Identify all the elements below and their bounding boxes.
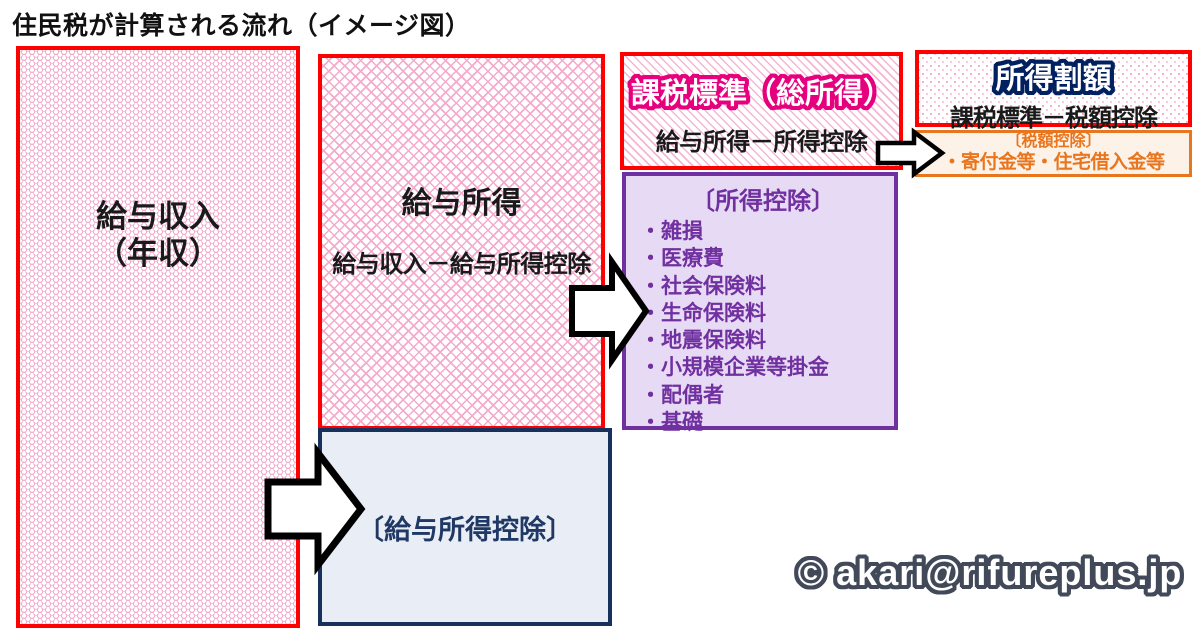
salary-income-line2: （年収） xyxy=(96,236,220,272)
tax-credits-items: ・寄付金等・住宅借入金等 xyxy=(942,151,1165,173)
list-item: ・雑損 xyxy=(640,220,703,243)
tax-credits-title: 〔税額控除〕 xyxy=(1005,132,1102,150)
block-arrow-icon-taxbase-to-credits xyxy=(875,127,946,179)
income-levy-box: 所得割額 課税標準－税額控除 xyxy=(915,50,1192,132)
list-item: ・配偶者 xyxy=(640,383,724,407)
income-deductions-title: 〔所得控除〕 xyxy=(691,188,835,215)
list-item: ・小規模企業等掛金 xyxy=(640,356,829,380)
employment-income-deduction-label: 〔給与所得控除〕 xyxy=(357,514,573,545)
list-item: ・生命保険料 xyxy=(640,301,766,325)
income-deductions-box: 〔所得控除〕 ・雑損 ・医療費 ・社会保険料 ・生命保険料 ・地震保険料 ・小規… xyxy=(622,172,898,434)
list-item: ・医療費 xyxy=(640,247,724,271)
taxable-base-box: 課税標準（総所得） 給与所得－所得控除 xyxy=(620,52,903,170)
taxable-base-formula: 給与所得－所得控除 xyxy=(655,129,868,156)
income-levy-formula: 課税標準－税額控除 xyxy=(950,105,1158,132)
list-item: ・基礎 xyxy=(640,411,703,435)
tax-credits-box: 〔税額控除〕 ・寄付金等・住宅借入金等 xyxy=(915,130,1192,177)
salary-income-box: 給与収入 （年収） xyxy=(16,46,300,628)
block-arrow-icon-salary-to-deduction xyxy=(264,442,366,576)
block-arrow-icon-income-to-deductions xyxy=(569,252,650,370)
income-deductions-list: ・雑損 ・医療費 ・社会保険料 ・生命保険料 ・地震保険料 ・小規模企業等掛金 … xyxy=(640,218,886,436)
taxable-base-title: 課税標準（総所得） xyxy=(630,78,892,110)
employment-income-title: 給与所得 xyxy=(401,187,522,220)
salary-income-line1: 給与収入 xyxy=(96,199,220,234)
page-title: 住民税が計算される流れ（イメージ図） xyxy=(12,12,471,40)
income-levy-title: 所得割額 xyxy=(995,63,1112,95)
employment-income-deduction-box: 〔給与所得控除〕 xyxy=(318,428,612,626)
employment-income-formula: 給与収入－給与所得控除 xyxy=(332,251,591,278)
list-item: ・社会保険料 xyxy=(640,274,766,298)
list-item: ・地震保険料 xyxy=(640,329,766,353)
employment-income-box: 給与所得 給与収入－給与所得控除 xyxy=(318,54,605,430)
copyright-watermark: © akari@rifureplus.jp xyxy=(797,552,1183,593)
